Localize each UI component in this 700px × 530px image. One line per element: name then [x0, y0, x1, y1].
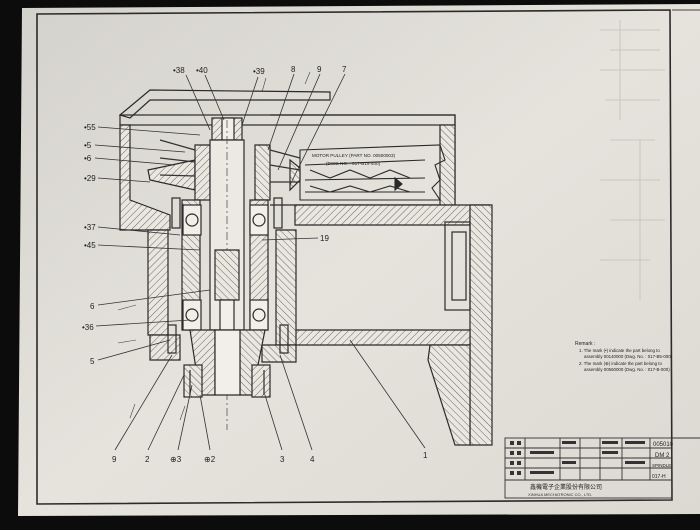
drawing-frame [36, 9, 673, 505]
remark-line-1: 1. The mark (•) indicate the part belong… [579, 348, 660, 353]
label-6-upper: •6 [84, 154, 92, 163]
motor-pulley [299, 144, 446, 201]
remark-note: Remark : 1. The mark (•) indicate the pa… [575, 341, 673, 372]
company-name-en: XINHUA MECHATRONIC CO., LTD. [528, 492, 592, 497]
motor-pulley-label-2: (DWG NO. : 017-B19-400) [326, 161, 381, 166]
company-name: 鑫機電子企業股份有限公司 [530, 483, 602, 491]
leader-annotations [117, 71, 311, 421]
label-40: •40 [196, 66, 208, 75]
label-9-bottom: 9 [112, 455, 117, 464]
remark-title: Remark : [575, 341, 595, 347]
label-29: •29 [84, 174, 96, 183]
title-code: 005010 [653, 442, 674, 448]
label-37: •37 [84, 223, 96, 232]
label-o3: ⊕3 [170, 455, 182, 464]
title-dm: DM 2 [655, 453, 670, 459]
label-55: •55 [84, 123, 96, 132]
label-6-lower: 6 [90, 302, 95, 311]
title-block-marks [510, 441, 645, 475]
title-dwg: 017-H [652, 474, 666, 480]
label-36: •36 [82, 323, 94, 332]
label-5-upper: •5 [84, 141, 92, 150]
label-1: 1 [423, 451, 428, 460]
label-7: 7 [342, 65, 347, 74]
title-block [504, 437, 700, 499]
label-45: •45 [84, 241, 96, 250]
remark-line-4: assembly 00560000 (Dwg. No. : 017-B-000) [584, 367, 670, 372]
motor-pulley-label-1: MOTOR PULLEY (PART NO. 00500003) [312, 153, 396, 158]
label-9-top: 9 [317, 65, 322, 74]
label-8: 8 [291, 65, 296, 74]
label-2: 2 [145, 455, 150, 464]
title-name: SPINDLE [652, 463, 671, 468]
label-19: 19 [320, 234, 329, 243]
ghost-marks [600, 20, 665, 300]
label-5-lower: 5 [90, 357, 95, 366]
label-3: 3 [280, 455, 285, 464]
label-4: 4 [310, 455, 315, 464]
label-o2: ⊕2 [204, 455, 216, 464]
spindle-housing [118, 89, 493, 446]
remark-line-2: assembly 00140000 (Dwg. No. : 017-B5-000… [584, 354, 673, 359]
part-labels: •38 •40 •39 8 9 7 •55 •5 •6 •29 •37 •45 … [82, 65, 428, 464]
leader-lines [94, 73, 426, 451]
label-39: •39 [253, 67, 265, 76]
label-38: •38 [173, 66, 185, 75]
spindle-shaft [167, 117, 289, 430]
paper-sheet [18, 4, 700, 516]
remark-line-3: 2. The mark (⊕) indicate the part belong… [579, 361, 662, 366]
